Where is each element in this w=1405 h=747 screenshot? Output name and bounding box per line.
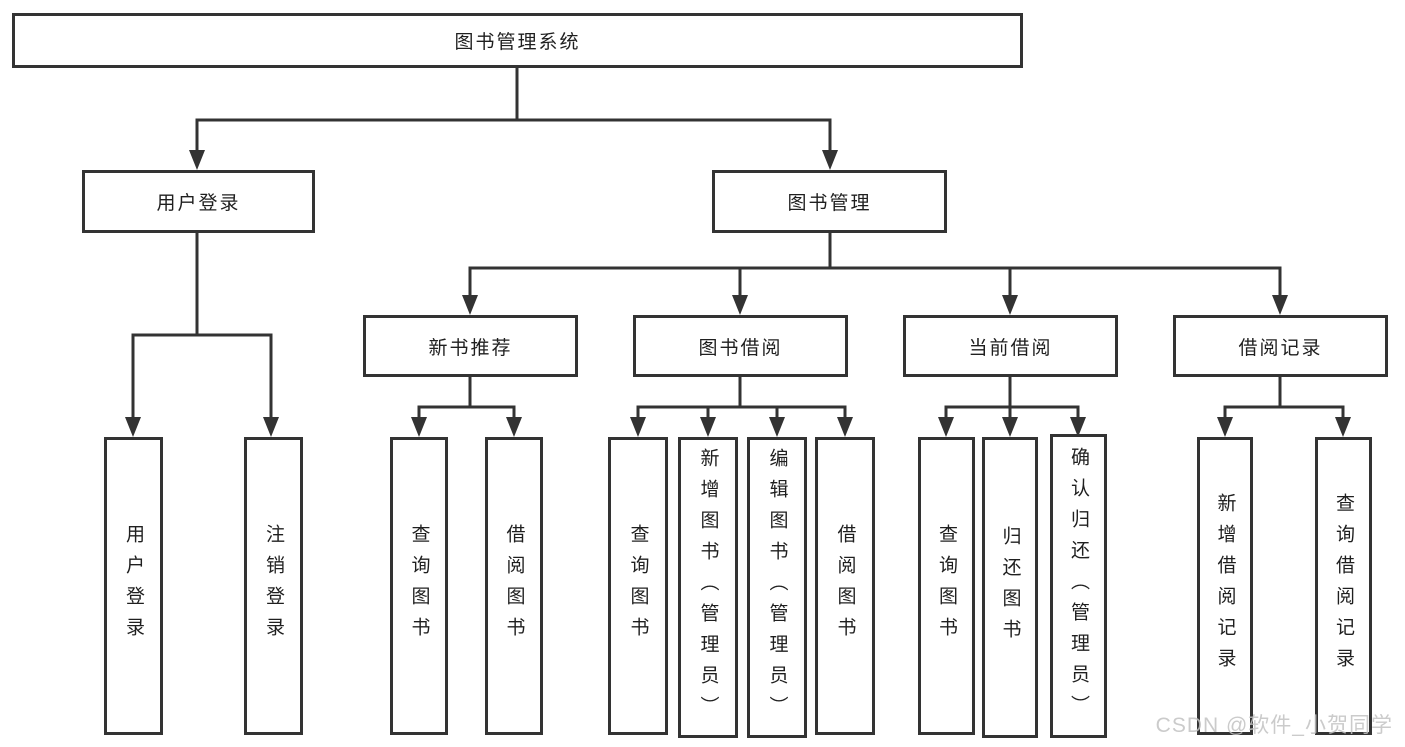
- leaf-add-book-admin: 新增图书（管理员）: [678, 437, 738, 738]
- leaf-current-query-book: 查询图书: [918, 437, 975, 735]
- watermark: CSDN @软件_小贺同学: [1155, 714, 1393, 737]
- leaf-recommend-borrow-book: 借阅图书: [485, 437, 543, 735]
- leaf-borrow-query-book: 查询图书: [608, 437, 668, 735]
- leaf-recommend-query-book: 查询图书: [390, 437, 448, 735]
- leaf-add-borrow-record: 新增借阅记录: [1197, 437, 1253, 735]
- node-book-borrow: 图书借阅: [633, 315, 848, 377]
- leaf-logout: 注销登录: [244, 437, 303, 735]
- leaf-return-book: 归还图书: [982, 437, 1038, 738]
- leaf-edit-book-admin: 编辑图书（管理员）: [747, 437, 807, 738]
- leaf-borrow-book: 借阅图书: [815, 437, 875, 735]
- leaf-query-borrow-record: 查询借阅记录: [1315, 437, 1372, 735]
- node-new-book-recommend: 新书推荐: [363, 315, 578, 377]
- node-book-management: 图书管理: [712, 170, 947, 233]
- node-borrow-record: 借阅记录: [1173, 315, 1388, 377]
- leaf-user-login: 用户登录: [104, 437, 163, 735]
- node-user-login: 用户登录: [82, 170, 315, 233]
- leaf-confirm-return-admin: 确认归还（管理员）: [1050, 434, 1107, 738]
- node-current-borrow: 当前借阅: [903, 315, 1118, 377]
- node-library-system: 图书管理系统: [12, 13, 1023, 68]
